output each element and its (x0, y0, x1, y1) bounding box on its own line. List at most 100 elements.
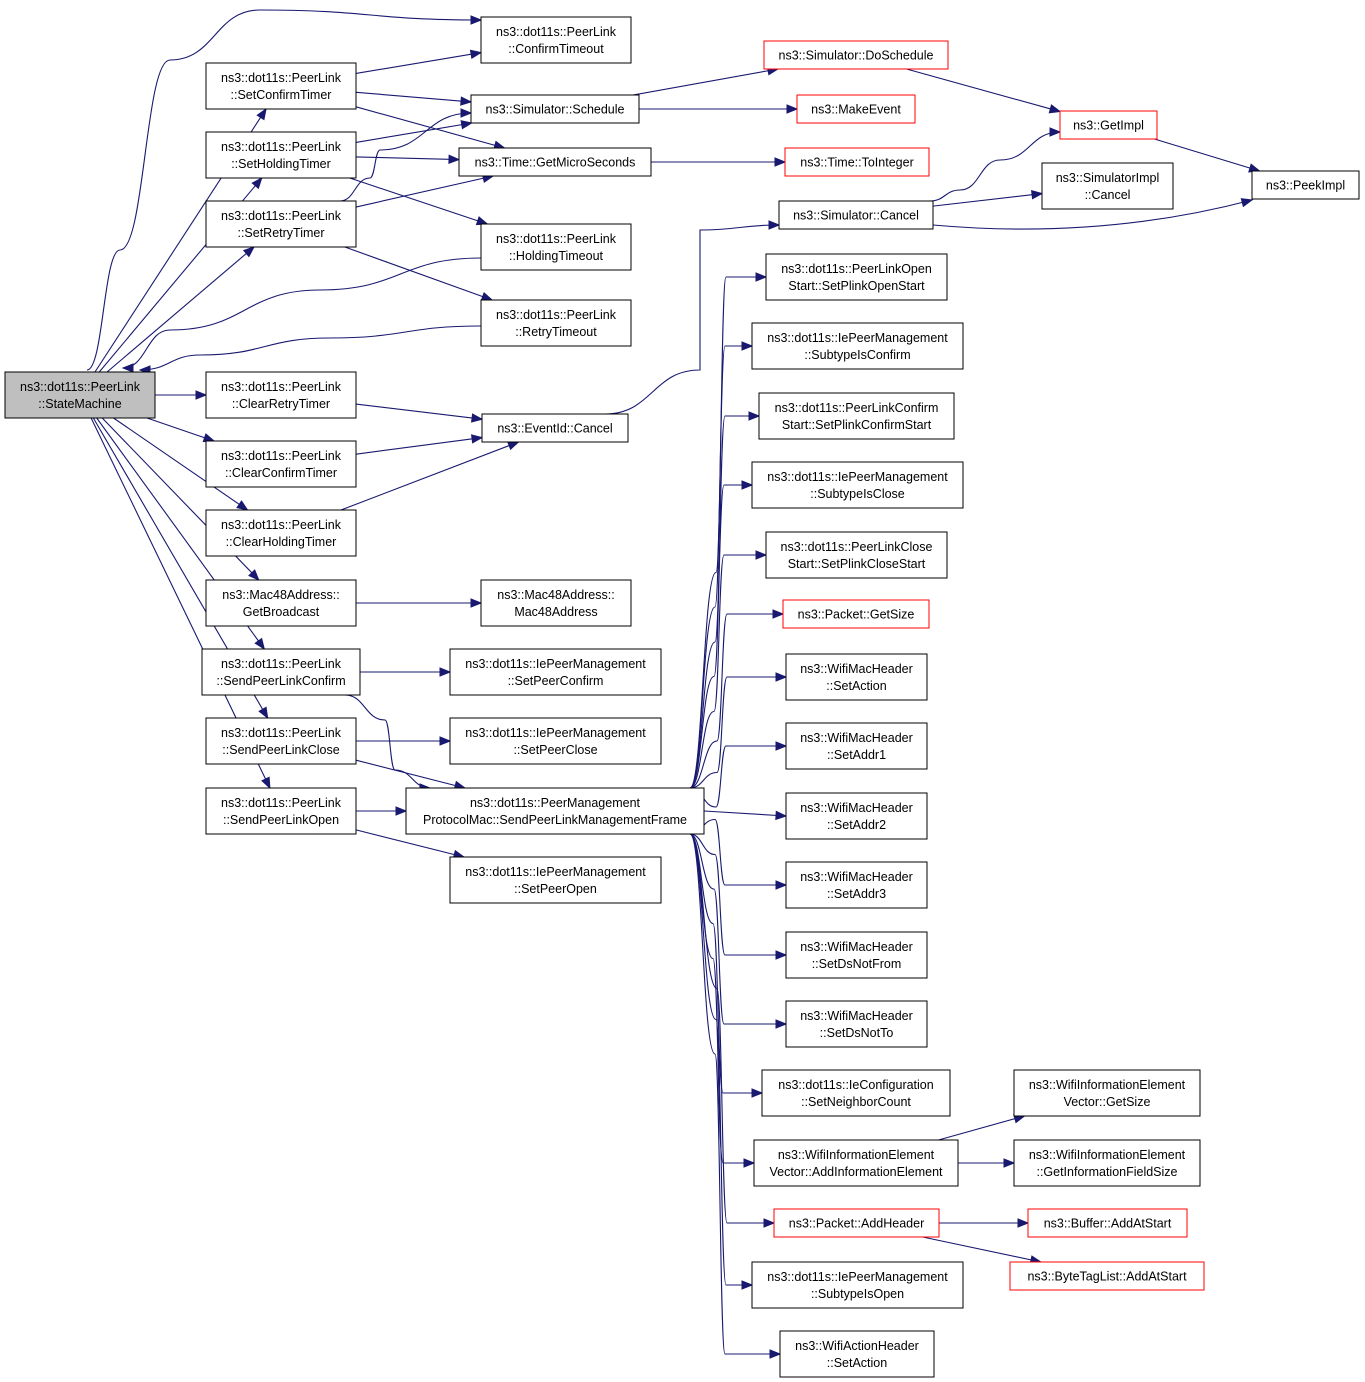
node-bufferAddAtStart[interactable]: ns3::Buffer::AddAtStart (1027, 1208, 1188, 1238)
node-setAddr1[interactable]: ns3::WifiMacHeader::SetAddr1 (785, 722, 928, 770)
node-label-line: ::HoldingTimeout (509, 249, 604, 263)
node-box (480, 299, 632, 347)
node-label-line: ns3::dot11s::PeerLink (221, 726, 342, 740)
arrowhead-setDsNotTo (775, 1019, 788, 1029)
node-label-line: ns3::dot11s::PeerLink (221, 71, 342, 85)
arrowhead-plinkConfirmStart (748, 411, 761, 421)
node-getBroadcast[interactable]: ns3::Mac48Address::GetBroadcast (205, 579, 357, 627)
node-setPeerOpen[interactable]: ns3::dot11s::IePeerManagement::SetPeerOp… (449, 856, 662, 904)
edge-addHeader-to-byteTagAddAtStart (922, 1236, 1041, 1263)
node-box (751, 461, 964, 509)
arrowhead-mac48Address (470, 598, 483, 608)
node-subtypeConfirm[interactable]: ns3::dot11s::IePeerManagement::SubtypeIs… (751, 322, 964, 370)
arrowhead-getImpl (1049, 127, 1062, 137)
node-label-line: ns3::dot11s::PeerLink (20, 380, 141, 394)
edge-sendConfirm-to-sendMgmtFrame (344, 694, 431, 789)
node-setDsNotFrom[interactable]: ns3::WifiMacHeader::SetDsNotFrom (785, 931, 928, 979)
node-root[interactable]: ns3::dot11s::PeerLink::StateMachine (4, 371, 156, 419)
node-simCancel[interactable]: ns3::Simulator::Cancel (778, 200, 934, 230)
edge-schedule-to-doSchedule (632, 68, 779, 96)
arrowhead-setPeerClose (439, 736, 452, 746)
node-simImplCancel[interactable]: ns3::SimulatorImpl::Cancel (1041, 162, 1174, 210)
node-label-line: ::SubtypeIsConfirm (804, 348, 910, 362)
node-label-line: ns3::Simulator::DoSchedule (779, 49, 934, 63)
node-confirmTimeout[interactable]: ns3::dot11s::PeerLink::ConfirmTimeout (480, 16, 632, 64)
node-sendConfirm[interactable]: ns3::dot11s::PeerLink::SendPeerLinkConfi… (201, 648, 361, 696)
node-sendClose[interactable]: ns3::dot11s::PeerLink::SendPeerLinkClose (205, 717, 357, 765)
arrowhead-setAddr2 (775, 810, 788, 821)
node-clearRetryTimer[interactable]: ns3::dot11s::PeerLink::ClearRetryTimer (205, 371, 357, 419)
node-setRetryTimer[interactable]: ns3::dot11s::PeerLink::SetRetryTimer (205, 200, 357, 248)
arrowhead-setConfirmTimer (256, 107, 267, 121)
edge-sendMgmtFrame-to-addInfoElement (689, 833, 754, 1164)
node-byteTagAddAtStart[interactable]: ns3::ByteTagList::AddAtStart (1009, 1261, 1205, 1291)
node-sendMgmtFrame[interactable]: ns3::dot11s::PeerManagementProtocolMac::… (405, 787, 705, 835)
node-box (480, 16, 632, 64)
node-setConfirmTimer[interactable]: ns3::dot11s::PeerLink::SetConfirmTimer (205, 62, 357, 110)
edge-sendOpen-to-setPeerOpen (355, 829, 465, 858)
node-addInfoElement[interactable]: ns3::WifiInformationElementVector::AddIn… (753, 1139, 959, 1187)
node-setAddr3[interactable]: ns3::WifiMacHeader::SetAddr3 (785, 861, 928, 909)
node-setPeerConfirm[interactable]: ns3::dot11s::IePeerManagement::SetPeerCo… (449, 648, 662, 696)
node-label-line: ns3::EventId::Cancel (497, 422, 612, 436)
node-retryTimeout[interactable]: ns3::dot11s::PeerLink::RetryTimeout (480, 299, 632, 347)
node-packetGetSize[interactable]: ns3::Packet::GetSize (782, 599, 930, 629)
node-toInteger[interactable]: ns3::Time::ToInteger (784, 147, 930, 177)
node-box (753, 1139, 959, 1187)
node-clearConfirmTimer[interactable]: ns3::dot11s::PeerLink::ClearConfirmTimer (205, 440, 357, 488)
node-box (449, 648, 662, 696)
node-plinkConfirmStart[interactable]: ns3::dot11s::PeerLinkConfirmStart::SetPl… (758, 392, 955, 440)
node-peekImpl[interactable]: ns3::PeekImpl (1251, 170, 1360, 200)
node-setAddr2[interactable]: ns3::WifiMacHeader::SetAddr2 (785, 792, 928, 840)
node-mac48Address[interactable]: ns3::Mac48Address::Mac48Address (480, 579, 632, 627)
arrowhead-schedule (460, 96, 473, 106)
node-getInfoFieldSize[interactable]: ns3::WifiInformationElement::GetInformat… (1013, 1139, 1201, 1187)
node-holdingTimeout[interactable]: ns3::dot11s::PeerLink::HoldingTimeout (480, 223, 632, 271)
node-label-line: ns3::WifiInformationElement (778, 1148, 935, 1162)
edge-sendMgmtFrame-to-setDsNotFrom (689, 833, 786, 956)
node-label-line: Start::SetPlinkConfirmStart (782, 418, 932, 432)
node-box (4, 371, 156, 419)
node-getImpl[interactable]: ns3::GetImpl (1059, 110, 1158, 140)
node-vectorGetSize[interactable]: ns3::WifiInformationElementVector::GetSi… (1013, 1069, 1201, 1117)
arrowhead-schedule (460, 120, 473, 130)
node-label-line: ns3::dot11s::PeerLink (496, 232, 617, 246)
arrowhead-setAddr3 (775, 880, 788, 890)
node-label-line: ::SendPeerLinkClose (222, 743, 339, 757)
node-clearHoldingTimer[interactable]: ns3::dot11s::PeerLink::ClearHoldingTimer (205, 509, 357, 557)
edge-root-to-clearConfirmTimer (146, 417, 215, 442)
node-subtypeClose[interactable]: ns3::dot11s::IePeerManagement::SubtypeIs… (751, 461, 964, 509)
node-addHeader[interactable]: ns3::Packet::AddHeader (773, 1208, 940, 1238)
node-plinkCloseStart[interactable]: ns3::dot11s::PeerLinkCloseStart::SetPlin… (765, 531, 948, 579)
node-eventIdCancel[interactable]: ns3::EventId::Cancel (481, 413, 629, 443)
node-makeEvent[interactable]: ns3::MakeEvent (796, 94, 916, 124)
edge-clearConfirmTimer-to-eventIdCancel (355, 437, 483, 455)
node-label-line: ns3::dot11s::PeerLink (221, 380, 342, 394)
arrowhead-eventIdCancel (470, 434, 484, 444)
node-label-line: ns3::dot11s::IeConfiguration (778, 1078, 933, 1092)
node-sendOpen[interactable]: ns3::dot11s::PeerLink::SendPeerLinkOpen (205, 787, 357, 835)
node-getMicroSeconds[interactable]: ns3::Time::GetMicroSeconds (458, 147, 652, 177)
node-plinkOpenStart[interactable]: ns3::dot11s::PeerLinkOpenStart::SetPlink… (765, 253, 948, 301)
node-actionHeaderSetAction[interactable]: ns3::WifiActionHeader::SetAction (779, 1330, 935, 1378)
node-box (779, 1330, 935, 1378)
edge-simCancel-to-simImplCancel (932, 193, 1043, 207)
node-setNeighborCount[interactable]: ns3::dot11s::IeConfiguration::SetNeighbo… (761, 1069, 951, 1117)
node-setPeerClose[interactable]: ns3::dot11s::IePeerManagement::SetPeerCl… (449, 717, 662, 765)
node-doSchedule[interactable]: ns3::Simulator::DoSchedule (763, 40, 949, 70)
node-label-line: ns3::PeekImpl (1266, 179, 1345, 193)
edge-doSchedule-to-getImpl (906, 68, 1061, 113)
node-schedule[interactable]: ns3::Simulator::Schedule (470, 94, 640, 124)
arrowhead-eventIdCancel (506, 441, 520, 451)
node-label-line: ::SendPeerLinkOpen (223, 813, 339, 827)
edge-clearRetryTimer-to-eventIdCancel (355, 403, 483, 420)
node-subtypeOpen[interactable]: ns3::dot11s::IePeerManagement::SubtypeIs… (751, 1261, 964, 1309)
edge-setConfirmTimer-to-confirmTimeout (355, 52, 482, 74)
node-setAction[interactable]: ns3::WifiMacHeader::SetAction (785, 653, 928, 701)
node-setDsNotTo[interactable]: ns3::WifiMacHeader::SetDsNotTo (785, 1000, 928, 1048)
edge-sendClose-to-sendMgmtFrame (355, 759, 466, 789)
node-setHoldingTimer[interactable]: ns3::dot11s::PeerLink::SetHoldingTimer (205, 131, 357, 179)
node-label-line: ns3::Packet::AddHeader (789, 1217, 925, 1231)
node-box (480, 223, 632, 271)
